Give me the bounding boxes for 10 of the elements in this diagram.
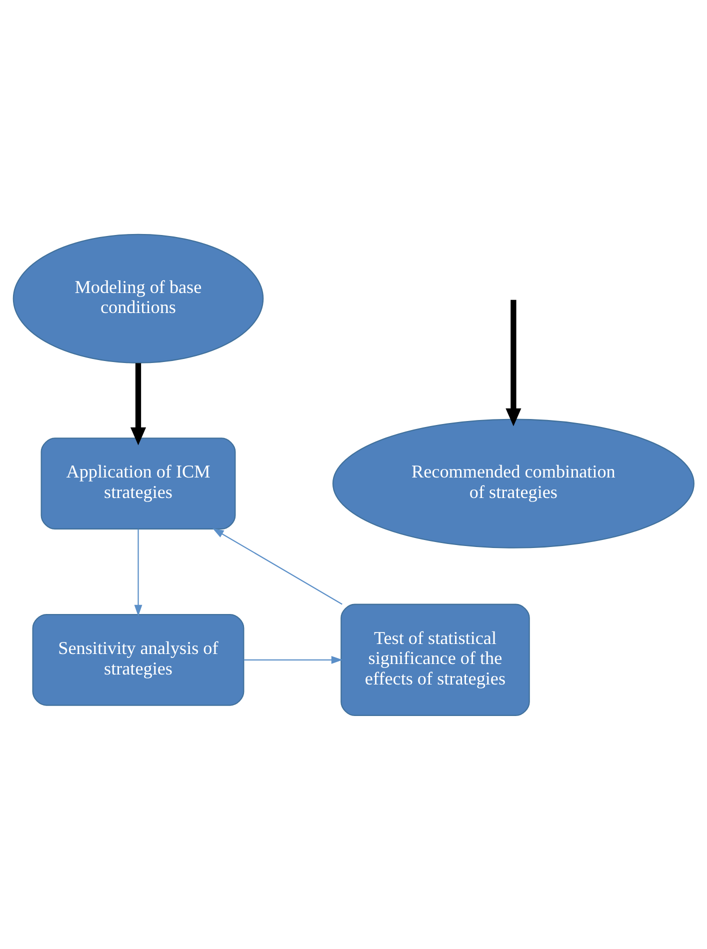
arrow	[212, 528, 342, 604]
arrow	[134, 528, 142, 616]
arrow	[244, 655, 343, 664]
node-ellipse: Modeling of base conditions	[12, 233, 264, 363]
arrow	[130, 362, 146, 445]
node-ellipse: Recommended combination of strategies	[332, 418, 694, 548]
node-box: Application of ICM strategies	[40, 437, 236, 529]
node-box: Test of statistical significance of the effects of strategies	[340, 603, 530, 716]
node-box: Sensitivity analysis of strategies	[32, 614, 244, 706]
arrow	[506, 299, 522, 426]
